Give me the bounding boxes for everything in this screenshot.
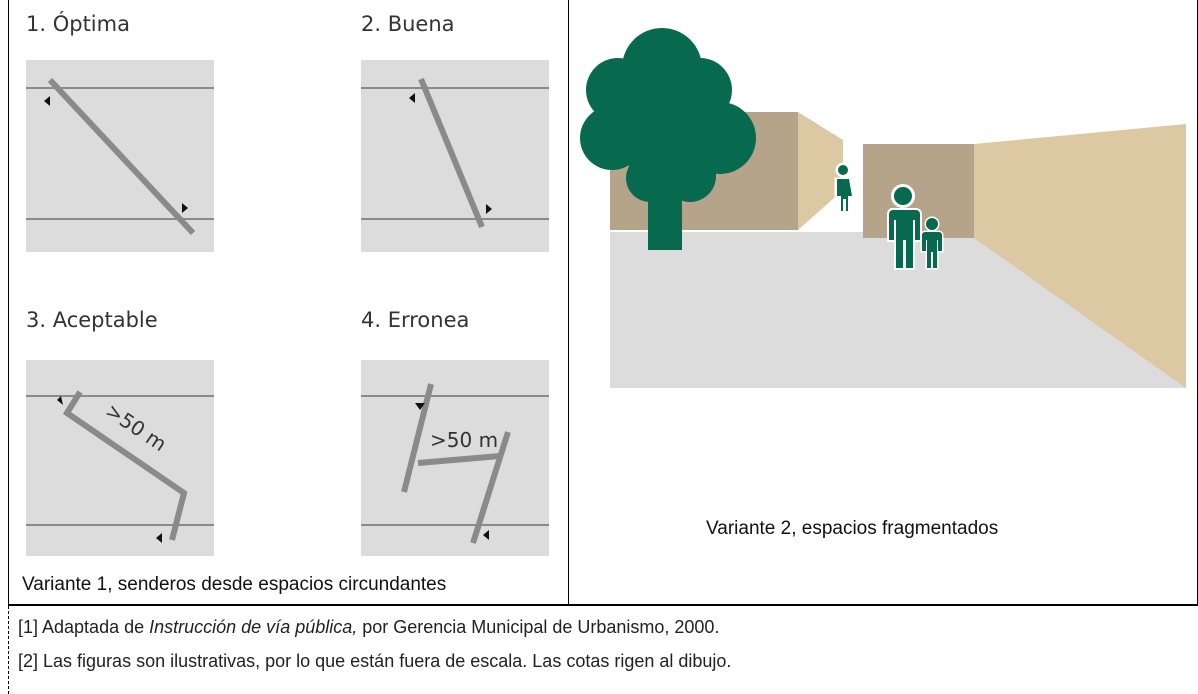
- path-line: [47, 77, 196, 236]
- child-figure-icon: [922, 218, 942, 268]
- path-line: [401, 383, 434, 493]
- arrow-marker: [415, 403, 425, 410]
- notes-separator: [8, 605, 1198, 606]
- wall-light-left: [798, 112, 843, 230]
- panel-background: [26, 360, 214, 556]
- panel-optima-diagram: [26, 60, 214, 252]
- arrow-marker: [156, 533, 162, 543]
- arrow-marker: [44, 96, 50, 106]
- arrow-marker: [409, 93, 415, 103]
- panel-buena-diagram: [361, 60, 549, 252]
- notes-dashed-border: [8, 606, 9, 694]
- footnote-1-title: Instrucción de vía pública,: [149, 617, 358, 637]
- footnote-1-prefix: [1] Adaptada de: [18, 617, 150, 637]
- panel-title-aceptable: 3. Aceptable: [26, 308, 158, 332]
- distance-label: >50 m: [430, 428, 498, 452]
- path-line: [62, 390, 188, 541]
- tree-icon: [580, 28, 756, 250]
- path-line: [470, 431, 511, 544]
- adult-figure-icon: [889, 187, 920, 268]
- variant-2-scene: [580, 28, 1186, 388]
- path-line: [417, 453, 501, 466]
- footnote-1-suffix: por Gerencia Municipal de Urbanismo, 200…: [357, 617, 720, 637]
- path-line: [418, 77, 485, 229]
- arrow-marker: [486, 204, 492, 214]
- panel-title-optima: 1. Óptima: [26, 12, 130, 36]
- panel-title-buena: 2. Buena: [361, 12, 455, 36]
- caption-variant-2: Variante 2, espacios fragmentados: [706, 518, 999, 539]
- arrow-marker: [483, 530, 489, 540]
- ground-plane: [610, 232, 1186, 388]
- arrow-marker: [57, 396, 63, 405]
- panel-title-erronea: 4. Erronea: [361, 308, 470, 332]
- caption-variant-1: Variante 1, senderos desde espacios circ…: [22, 574, 447, 595]
- panel-erronea-diagram: >50 m: [361, 360, 549, 556]
- arrow-marker: [182, 203, 188, 213]
- child-figure-icon: [837, 165, 852, 211]
- wall-light-right: [974, 124, 1186, 388]
- footnote-1: [1] Adaptada de Instrucción de vía públi…: [18, 617, 719, 638]
- panel-aceptable-diagram: >50 m: [26, 360, 214, 556]
- footnote-2: [2] Las figuras son ilustrativas, por lo…: [18, 651, 732, 671]
